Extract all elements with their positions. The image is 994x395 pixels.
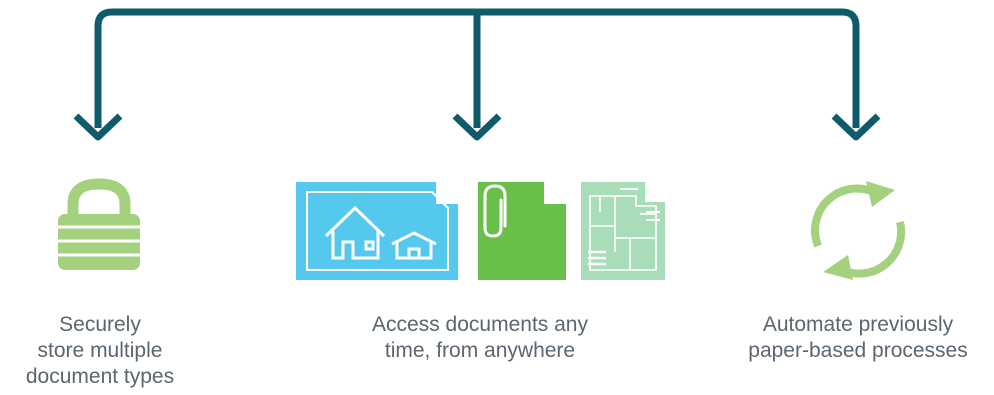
cycle-arrowhead-top xyxy=(866,181,895,207)
cycle-arc-top xyxy=(811,184,878,248)
paperclip-document-icon xyxy=(478,182,566,280)
caption-line: Access documents any xyxy=(372,313,588,336)
caption-line: Automate previously xyxy=(762,313,954,336)
paperclip-icon xyxy=(483,184,507,238)
house-drawing xyxy=(324,205,437,260)
floorplan-top-lines xyxy=(620,188,660,221)
caption-secure-storage: Securely store multiple document types xyxy=(0,312,200,390)
padlock-stripes xyxy=(58,225,140,257)
caption-line: paper-based processes xyxy=(748,339,968,362)
floorplan-lines xyxy=(589,195,657,271)
house-blueprint-document-icon xyxy=(296,182,458,280)
floorplan-legend-lines xyxy=(588,250,606,266)
arrow-head-center xyxy=(452,113,502,141)
caption-line: store multiple xyxy=(37,339,163,362)
arrow-head-right xyxy=(831,113,881,141)
floorplan-fold xyxy=(645,182,665,202)
cycle-arrowhead-bottom xyxy=(823,255,853,280)
paperclip-fold xyxy=(544,182,566,204)
caption-line: Securely xyxy=(59,313,141,336)
floorplan-document-icon xyxy=(581,182,665,280)
blueprint-inner-frame xyxy=(306,191,449,271)
cycle-arc-bottom xyxy=(838,221,906,278)
caption-automate-processes: Automate previously paper-based processe… xyxy=(722,312,994,364)
circular-arrows-icon xyxy=(811,181,906,280)
caption-access-anywhere: Access documents any time, from anywhere xyxy=(325,312,635,364)
blueprint-fold xyxy=(436,182,458,204)
caption-line: document types xyxy=(25,365,175,388)
padlock-shackle xyxy=(67,178,131,216)
caption-line: time, from anywhere xyxy=(384,339,576,362)
arrow-head-left xyxy=(73,113,123,141)
padlock-icon xyxy=(58,178,140,270)
connector-lines xyxy=(73,8,881,141)
